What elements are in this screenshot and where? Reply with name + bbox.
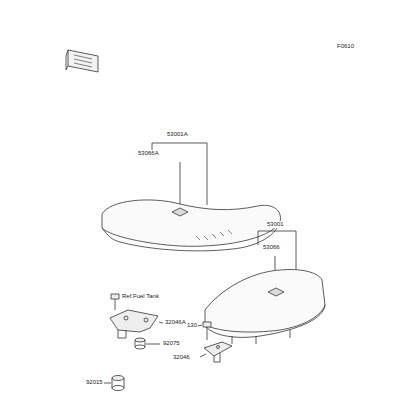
bracket [110, 310, 163, 338]
callout-number: 53001 [266, 221, 285, 228]
callout-number: Ref.Fuel Tank [121, 293, 160, 300]
callout-number: 32046 [172, 354, 191, 361]
callout-number: 130 [186, 322, 198, 329]
catalog-icon [66, 50, 98, 72]
callout-number: 32046A [164, 319, 187, 326]
callout-number: 92015 [85, 379, 104, 386]
pillion-seat [205, 269, 325, 344]
rubber-damper [135, 338, 160, 349]
bolt [198, 322, 211, 340]
callout-number: 53001A [166, 131, 189, 138]
rubber-damper [104, 376, 124, 391]
rider-seat [102, 200, 280, 251]
callout-number: F0610 [336, 43, 355, 50]
callout-number: 92075 [162, 340, 181, 347]
bracket [200, 342, 232, 362]
callout-number: 53066 [262, 244, 281, 251]
bolt [111, 294, 119, 310]
callout-number: 53066A [137, 150, 160, 157]
